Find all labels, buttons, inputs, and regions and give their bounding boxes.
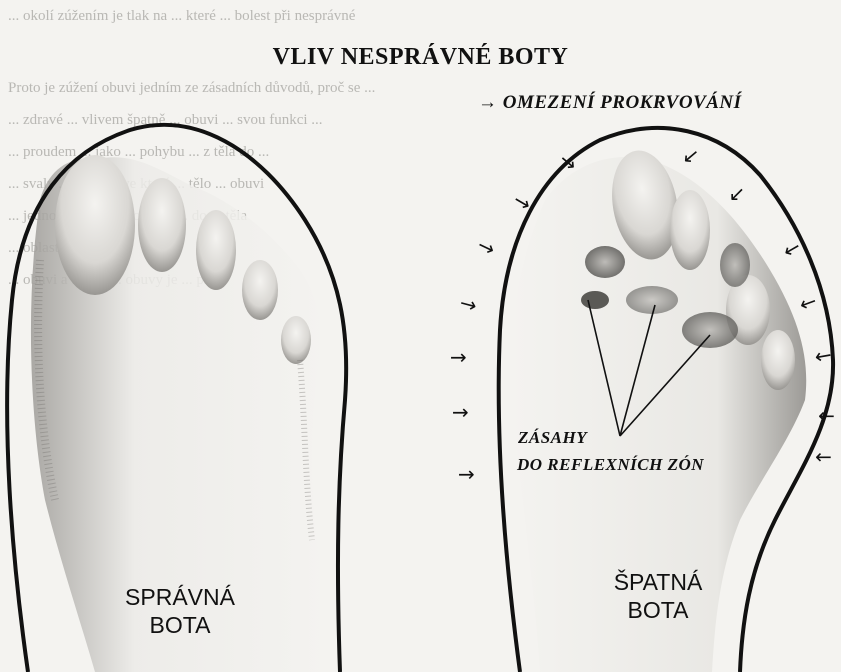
left-toe-2 (138, 178, 186, 272)
left-big-toe (55, 155, 135, 295)
circulation-annotation: OMEZENÍ PROKRVOVÁNÍ (503, 92, 742, 113)
right-foot-label: ŠPATNÁ BOTA (588, 568, 728, 624)
arrow-icon: → (815, 446, 832, 470)
right-label-line2: BOTA (588, 596, 728, 624)
arrow-icon: → (450, 345, 467, 369)
right-toe-5 (720, 243, 750, 287)
right-pressure-spot-3 (626, 286, 678, 314)
arrow-icon: → (452, 400, 469, 424)
left-toe-4 (242, 260, 278, 320)
right-pressure-spot-1 (581, 291, 609, 309)
zones-annotation-line1: ZÁSAHY (518, 428, 587, 448)
left-toe-3 (196, 210, 236, 290)
left-foot-label: SPRÁVNÁ BOTA (100, 583, 260, 639)
arrow-icon: → (818, 405, 835, 429)
right-label-line1: ŠPATNÁ (588, 568, 728, 596)
diagram-title: VLIV NESPRÁVNÉ BOTY (0, 44, 841, 71)
right-toe-4 (761, 330, 795, 390)
arrow-icon: → (458, 462, 475, 486)
arrow-label-row: → OMEZENÍ PROKRVOVÁNÍ (478, 92, 742, 114)
right-arrow-icon: → (478, 92, 498, 113)
right-toe-overlap (585, 246, 625, 278)
zones-annotation-line2: DO REFLEXNÍCH ZÓN (517, 455, 704, 475)
left-label-line2: BOTA (100, 611, 260, 639)
left-toe-5 (281, 316, 311, 364)
right-toe-2 (670, 190, 710, 270)
left-label-line1: SPRÁVNÁ (100, 583, 260, 611)
right-pressure-spot-2 (682, 312, 738, 348)
